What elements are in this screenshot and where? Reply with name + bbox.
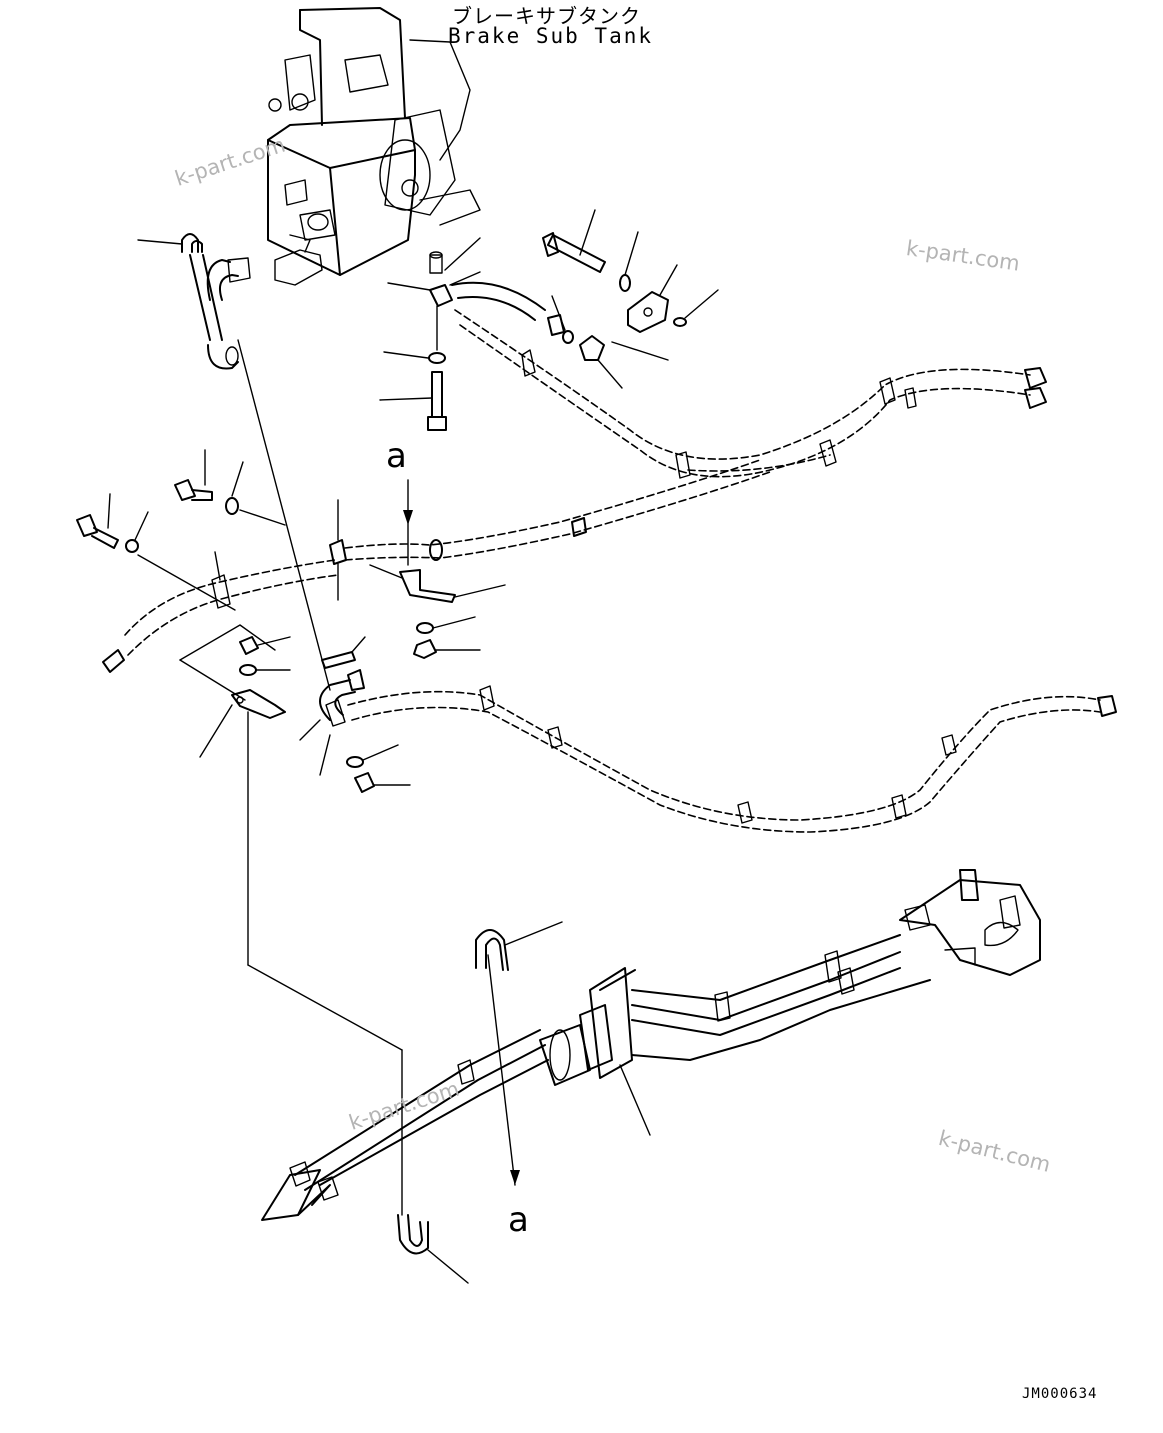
u-bolt-clamp-top xyxy=(137,233,203,253)
bolt-washer-stack xyxy=(379,237,481,431)
callout-label-a-lower: a xyxy=(508,1200,529,1240)
guide-lines xyxy=(247,954,520,1216)
middle-brake-hose xyxy=(102,459,771,673)
callout-arrow-upper xyxy=(403,479,413,566)
lower-brake-hose xyxy=(299,669,1117,833)
u-bolt-clamp-lower xyxy=(397,921,563,1284)
bolts-left-middle xyxy=(76,449,286,611)
upper-brake-hose xyxy=(451,281,1047,479)
fittings-upper-right xyxy=(542,209,719,389)
diagram-title-japanese: ブレーキサブタンク xyxy=(452,4,641,28)
lower-frame-assembly xyxy=(261,869,1041,1221)
brake-sub-tank xyxy=(227,7,481,286)
small-clip xyxy=(321,636,366,669)
bracket-stack-left xyxy=(179,624,291,966)
diagram-title: Brake Sub Tank xyxy=(448,24,654,48)
drawing-code: JM000634 xyxy=(1022,1386,1098,1402)
callout-label-a-upper: a xyxy=(386,436,407,476)
brake-pipe-left xyxy=(189,254,331,691)
